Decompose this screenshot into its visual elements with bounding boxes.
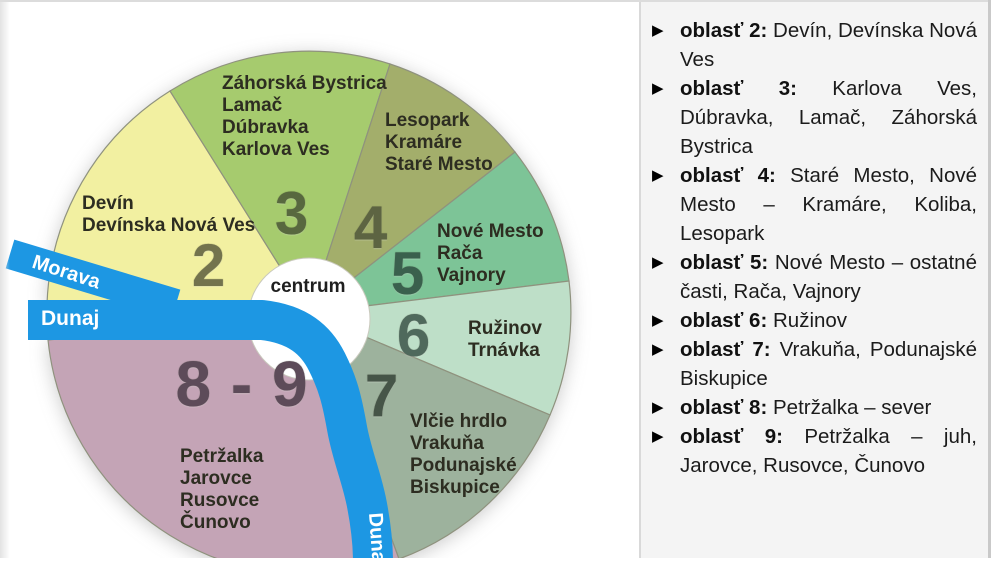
segment-7-number: 7 — [364, 362, 400, 429]
legend-item-places: Nové Mesto – ostatné časti, Rača, Vajnor… — [680, 251, 977, 303]
segment-6-number: 6 — [396, 302, 432, 369]
district-wheel-svg — [5, 50, 572, 558]
legend-item-places: Devín, Devínska Nová Ves — [680, 19, 977, 71]
segment-8-9-label: Petržalka Jarovce Rusovce Čunovo — [180, 446, 264, 533]
legend-item-places: Karlova Ves, Dúbravka, Lamač, Záhorská B… — [680, 77, 977, 158]
legend-item-oblast-9: ▶ oblasť 9: Petržalka – juh, Jarovce, Ru… — [650, 422, 977, 480]
bratislava-districts-map: Devín Devínska Nová Ves Záhorská Bystric… — [5, 50, 572, 558]
legend-item-oblast-2: ▶ oblasť 2: Devín, Devínska Nová Ves — [650, 16, 977, 74]
bullet-arrow-icon: ▶ — [652, 80, 664, 97]
segment-3-number: 3 — [274, 180, 310, 247]
legend-item-label: oblasť 5: — [680, 251, 769, 274]
segment-5-label: Nové Mesto Rača Vajnory — [437, 221, 544, 286]
legend-item-oblast-7: ▶ oblasť 7: Vrakuňa, Podunajské Biskupic… — [650, 335, 977, 393]
legend-item-label: oblasť 3: — [680, 77, 797, 100]
bullet-arrow-icon: ▶ — [652, 341, 664, 358]
segment-6-label: Ružinov Trnávka — [468, 318, 542, 361]
segment-7-label: Vlčie hrdlo Vrakuňa Podunajské Biskupice — [410, 411, 517, 498]
page-right-edge — [988, 0, 991, 558]
bullet-arrow-icon: ▶ — [652, 254, 664, 271]
page-left-edge — [0, 0, 10, 558]
legend-item-places: Petržalka – sever — [773, 396, 932, 419]
bullet-arrow-icon: ▶ — [652, 399, 664, 416]
legend-item-oblast-5: ▶ oblasť 5: Nové Mesto – ostatné časti, … — [650, 248, 977, 306]
segment-5-wedge — [306, 151, 570, 314]
legend-item-label: oblasť 6: — [680, 309, 768, 332]
segment-4-label: Lesopark Kramáre Staré Mesto — [385, 110, 493, 175]
legend-item-places: Ružinov — [773, 309, 848, 332]
segment-3-label: Záhorská Bystrica Lamač Dúbravka Karlova… — [222, 73, 387, 160]
legend-item-oblast-8: ▶ oblasť 8: Petržalka – sever — [650, 393, 977, 422]
page-top-edge — [0, 0, 991, 2]
legend-item-label: oblasť 7: — [680, 338, 771, 361]
segment-8-9-number: 8 - 9 — [175, 348, 309, 420]
dunaj-river-label: Dunaj — [41, 307, 100, 330]
bullet-arrow-icon: ▶ — [652, 22, 664, 39]
segment-2-label: Devín Devínska Nová Ves — [82, 193, 256, 236]
legend-item-places: Vrakuňa, Podunajské Biskupice — [680, 338, 977, 390]
segment-4-number: 4 — [353, 194, 389, 261]
segment-5-number: 5 — [390, 240, 426, 307]
segment-6-wedge — [306, 280, 572, 416]
legend-item-oblast-3: ▶ oblasť 3: Karlova Ves, Dúbravka, Lamač… — [650, 74, 977, 161]
dunaj-river-label-vertical: Dunaj — [364, 511, 390, 569]
legend-item-oblast-6: ▶ oblasť 6: Ružinov — [650, 306, 977, 335]
legend-item-label: oblasť 9: — [680, 425, 783, 448]
legend-item-label: oblasť 4: — [680, 164, 776, 187]
district-wheel — [46, 50, 572, 558]
dunaj-river — [28, 300, 393, 558]
bullet-arrow-icon: ▶ — [652, 428, 664, 445]
segment-7-wedge — [307, 311, 551, 558]
legend-item-label: oblasť 2: — [680, 19, 768, 42]
legend-item-label: oblasť 8: — [680, 396, 768, 419]
bullet-arrow-icon: ▶ — [652, 167, 664, 184]
segment-4-wedge — [307, 63, 516, 315]
segment-3-wedge — [169, 50, 391, 315]
bullet-arrow-icon: ▶ — [652, 312, 664, 329]
morava-river — [5, 239, 181, 319]
centrum-label: centrum — [270, 276, 346, 297]
legend-item-places: Staré Mesto, Nové Mesto – Kramáre, Kolib… — [680, 164, 977, 245]
districts-legend-panel: ▶ oblasť 2: Devín, Devínska Nová Ves ▶ o… — [639, 0, 991, 558]
legend-item-oblast-4: ▶ oblasť 4: Staré Mesto, Nové Mesto – Kr… — [650, 161, 977, 248]
segment-2-number: 2 — [191, 232, 227, 299]
legend-item-places: Petržalka – juh, Jarovce, Rusovce, Čunov… — [680, 425, 977, 477]
